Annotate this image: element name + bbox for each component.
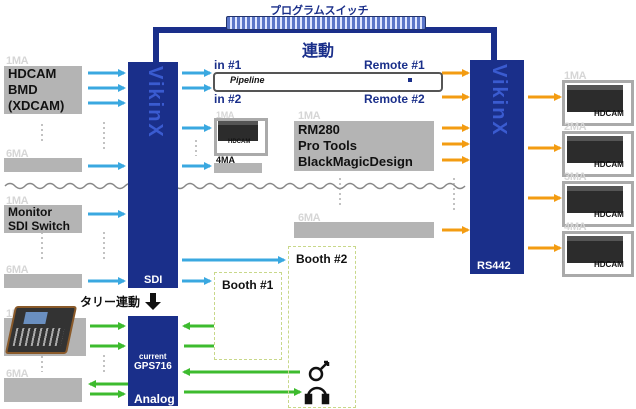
vtr-deck-icon xyxy=(218,121,258,141)
ma-label: 1MA xyxy=(216,110,235,120)
ma-label: 1MA xyxy=(564,70,587,82)
ma-label: 4MA xyxy=(564,221,587,233)
analog-router xyxy=(128,316,178,406)
pipeline-device xyxy=(213,72,443,92)
ma-label: 1MA xyxy=(6,195,29,207)
ma-label: 1MA xyxy=(298,110,321,122)
source-line: HDCAM xyxy=(8,66,57,81)
mid-box-4ma xyxy=(214,163,262,173)
ma-label: 6MA xyxy=(6,368,29,380)
program-switch-title: プログラムスイッチ xyxy=(270,5,369,17)
vikinx-logo: VikinX xyxy=(488,64,510,137)
ma-label: 6MA xyxy=(6,148,29,160)
pipeline-remote1: Remote #1 xyxy=(364,58,425,72)
tally-label: タリー連動 xyxy=(80,295,141,309)
daw-line: Pro Tools xyxy=(298,138,357,153)
ma-label-dark: 4MA xyxy=(216,155,236,165)
daw-line: BlackMagicDesign xyxy=(298,154,413,169)
mixer-console-icon xyxy=(4,306,78,354)
deck-label: HDCAM xyxy=(594,210,624,219)
booth1-area xyxy=(214,272,282,360)
vtr-deck-icon xyxy=(567,236,623,263)
pipeline-in1: in #1 xyxy=(214,58,242,72)
break-wave xyxy=(4,182,466,190)
daw-box xyxy=(294,121,434,171)
sdi-router xyxy=(128,62,178,288)
booth2-area xyxy=(288,246,356,408)
source-line: BMD xyxy=(8,82,38,97)
booth2-label: Booth #2 xyxy=(296,252,348,266)
source-line: SDI Switch xyxy=(8,219,71,233)
source-line: (XDCAM) xyxy=(8,98,65,113)
link-label: 連動 xyxy=(302,43,335,60)
analog-current: current xyxy=(139,352,167,361)
pipeline-in2: in #2 xyxy=(214,92,242,106)
source-box-6ma xyxy=(4,274,82,288)
pipeline-remote2: Remote #2 xyxy=(364,92,425,106)
vtr-deck-icon xyxy=(567,186,623,213)
mic-icon xyxy=(308,360,330,382)
pipeline-led xyxy=(408,78,412,82)
ma-label: 6MA xyxy=(298,212,321,224)
source-box-hdcam xyxy=(4,66,82,114)
sdi-label: SDI xyxy=(144,274,163,286)
vtr-deck-icon xyxy=(567,85,623,112)
ma-label: 6MA xyxy=(6,264,29,276)
rs442-label: RS442 xyxy=(477,260,511,272)
daw-box-6ma xyxy=(294,222,434,238)
pipeline-label: Pipeline xyxy=(230,75,265,85)
analog-label: Analog xyxy=(134,392,175,406)
deck-label: HDCAM xyxy=(594,260,624,269)
source-box-6ma xyxy=(4,378,82,402)
ma-label: 2MA xyxy=(564,121,587,133)
deck-label: HDCAM xyxy=(594,109,624,118)
vikinx-logo: VikinX xyxy=(144,66,166,139)
source-line: Monitor xyxy=(8,205,52,219)
booth1-label: Booth #1 xyxy=(222,278,274,292)
mid-device-label: HDCAM xyxy=(228,139,251,145)
tally-arrow xyxy=(145,293,161,310)
vtr-deck-icon xyxy=(567,136,623,163)
link-bracket xyxy=(153,27,497,62)
deck-label: HDCAM xyxy=(594,160,624,169)
ma-label: 3MA xyxy=(564,171,587,183)
ma-label: 1MA xyxy=(6,55,29,67)
source-box-monitor xyxy=(4,205,82,233)
rs442-router xyxy=(470,60,524,274)
headphone-icon xyxy=(304,386,330,405)
daw-line: RM280 xyxy=(298,122,340,137)
source-box-6ma xyxy=(4,158,82,172)
analog-model: GPS716 xyxy=(134,361,172,372)
program-switch xyxy=(226,16,426,30)
